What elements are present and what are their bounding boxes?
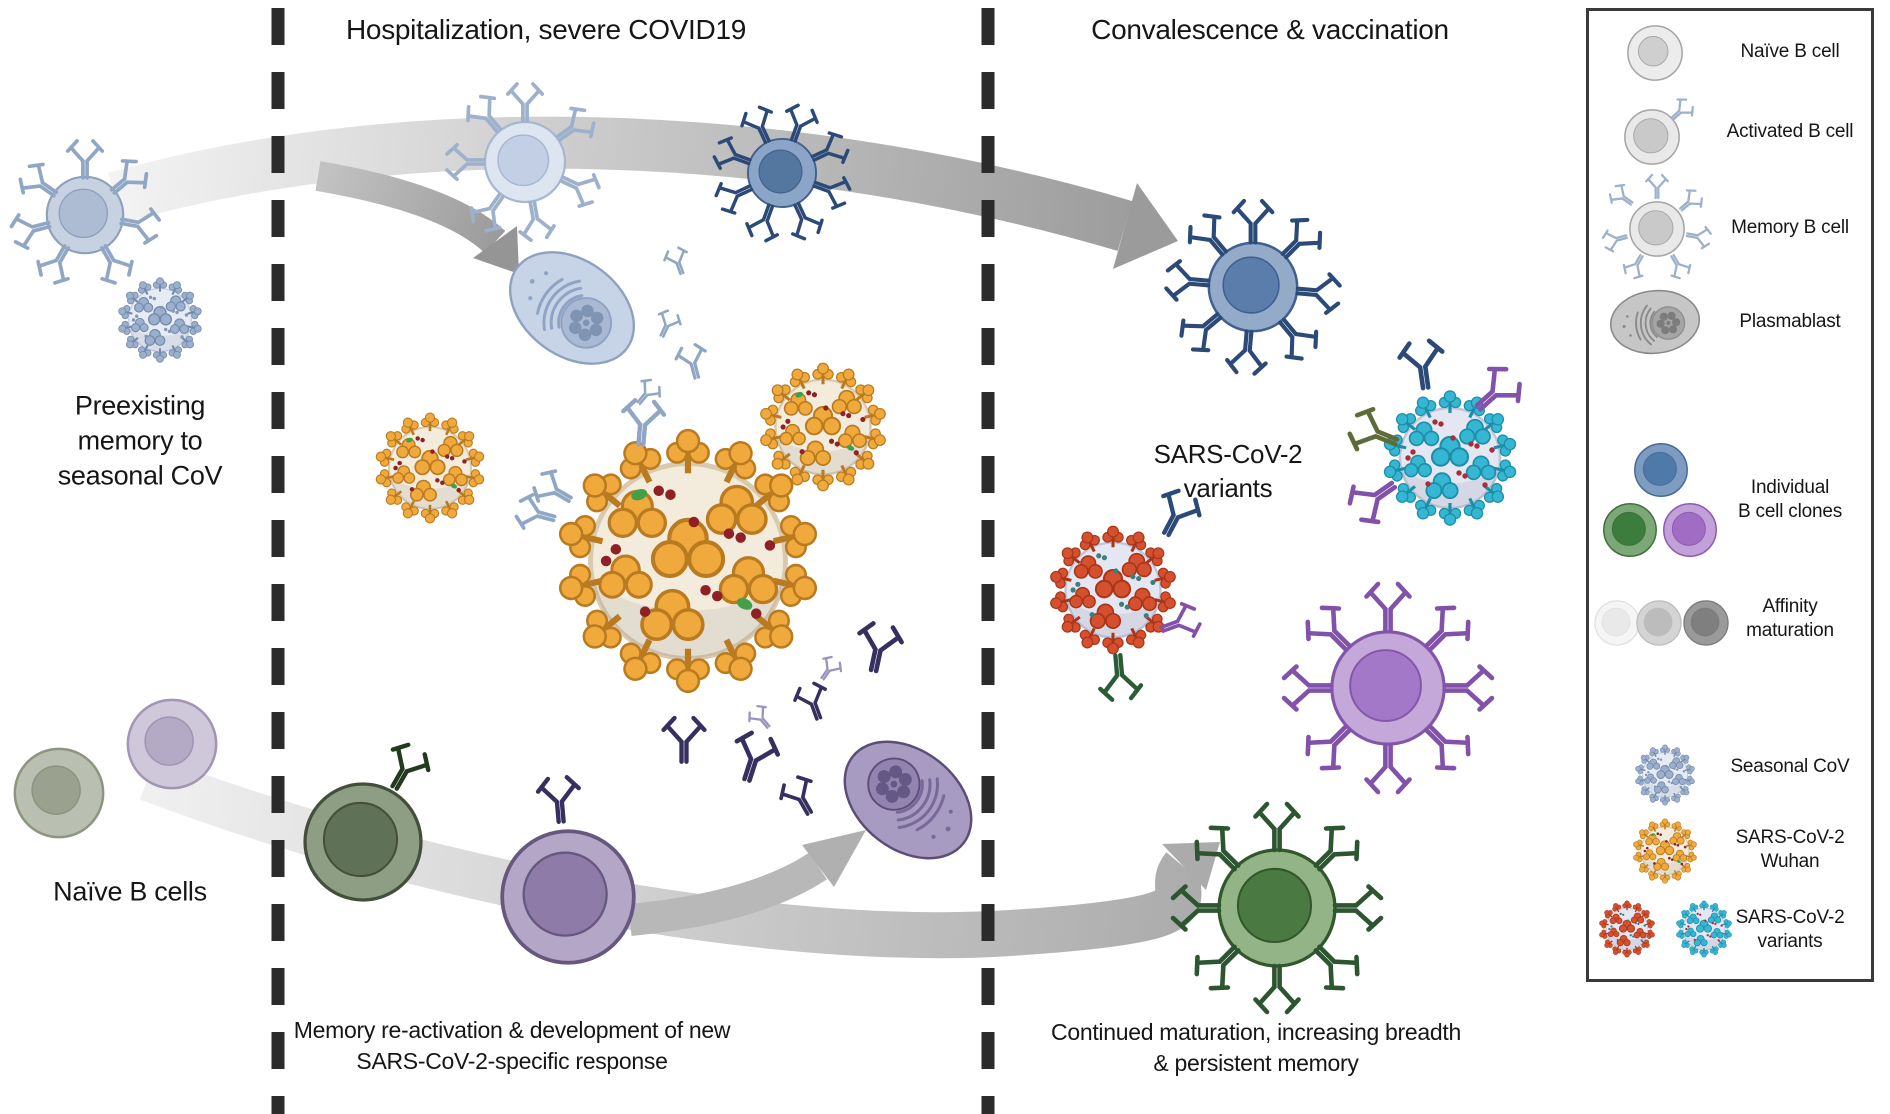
legend-label-plasmablast: Plasmablast — [1739, 311, 1841, 332]
phase-title-convalescence: Convalescence & vaccination — [1091, 14, 1449, 45]
legend-label-activated-b-cell: Activated B cell — [1726, 121, 1854, 142]
plasmablast-branch-arrow — [628, 830, 866, 936]
sars-cov-2-wuhan-virus-medium — [759, 363, 888, 490]
activation-branch-arrow — [315, 161, 519, 274]
top-flow-arrow — [107, 116, 1178, 269]
legend-label-sars-cov-2-variants: SARS-CoV-2 variants — [1735, 907, 1845, 952]
naive-b-cells-label: Naïve B cells — [53, 876, 207, 907]
phase-title-hospitalization: Hospitalization, severe COVID19 — [346, 14, 746, 45]
sars-cov-2-variants-label: SARS-CoV-2 variants — [1153, 439, 1303, 503]
legend-label-memory-b-cell: Memory B cell — [1731, 217, 1849, 238]
naive-b-cell-purple — [127, 699, 217, 789]
sars-cov-2-wuhan-virus-small — [374, 413, 485, 523]
mature-memory-b-cell-purple — [1284, 584, 1492, 792]
naive-b-cell-gray — [14, 748, 104, 838]
preexisting-memory-label: Preexisting memory to seasonal CoV — [57, 390, 223, 491]
activated-b-cell-purple — [502, 776, 634, 963]
legend-label-b-cell-clones: Individual B cell clones — [1737, 477, 1843, 522]
legend — [1586, 8, 1874, 982]
legend-label-naive-b-cell: Naïve B cell — [1740, 41, 1840, 62]
right-section-caption: Continued maturation, increasing breadth… — [1051, 1019, 1461, 1076]
sars-cov-2-variant-virus-red — [1049, 486, 1205, 701]
seasonal-cov-virus — [117, 278, 202, 363]
middle-section-caption: Memory re-activation & development of ne… — [293, 1017, 731, 1074]
sars-cov-2-wuhan-virus-large — [556, 430, 820, 692]
sars-cov-2-variant-virus-cyan — [1343, 339, 1527, 529]
legend-label-affinity-maturation: Affinity maturation — [1746, 596, 1834, 641]
legend-label-sars-cov-2-wuhan: SARS-CoV-2 Wuhan — [1735, 827, 1845, 872]
mature-memory-b-cell-green — [1173, 804, 1381, 1012]
legend-label-seasonal-cov: Seasonal CoV — [1730, 756, 1850, 777]
persistent-memory-b-cell-blue — [1165, 201, 1340, 375]
